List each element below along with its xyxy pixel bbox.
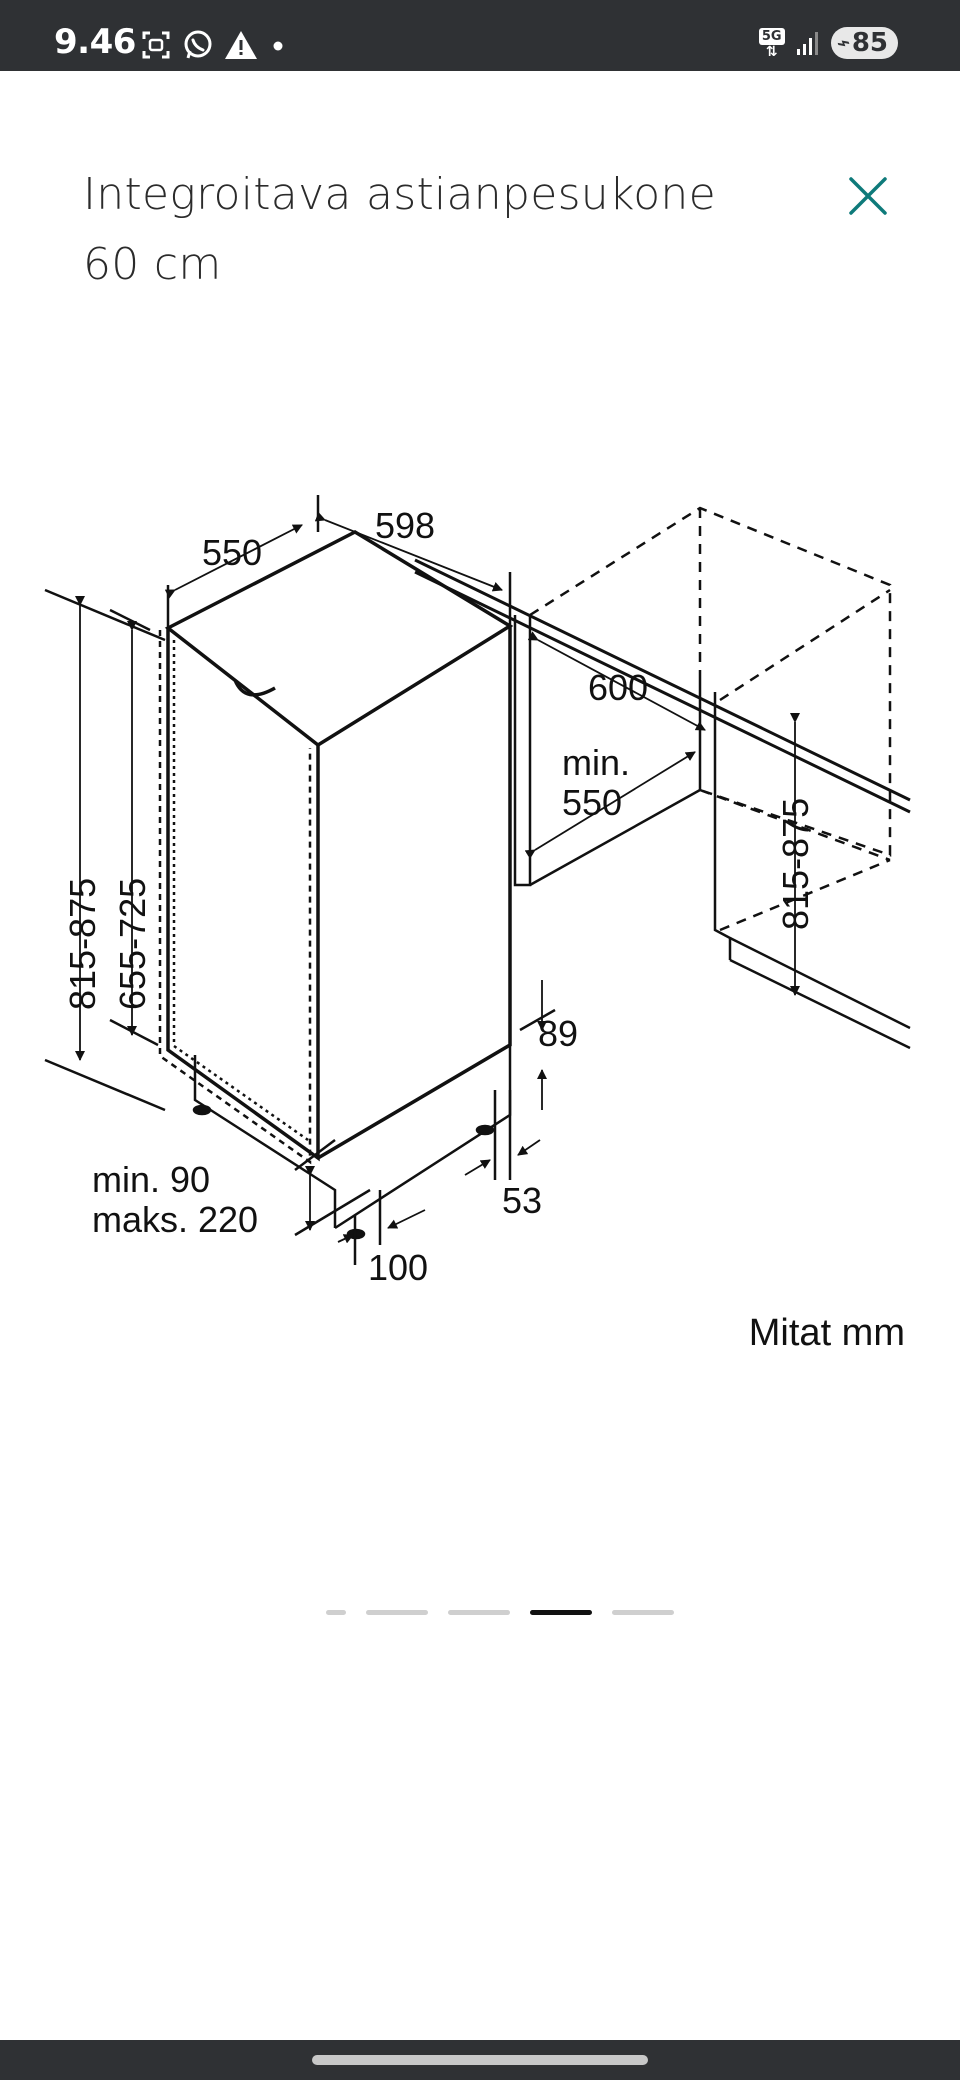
- dim-plinth-height: 89: [538, 1013, 578, 1054]
- pager-dot-3[interactable]: [448, 1610, 510, 1615]
- pager-dot-4-active[interactable]: [530, 1610, 592, 1615]
- status-time: 9.46: [54, 22, 136, 62]
- dim-door-height: 655-725: [112, 878, 153, 1010]
- warning-icon: [225, 31, 257, 59]
- pager-dot-1[interactable]: [326, 1610, 346, 1615]
- page-title: Integroitava astianpesukone 60 cm: [83, 160, 763, 300]
- status-system-icons: 5G ⇅ ⌁ 85: [758, 26, 898, 60]
- dim-plinth-max: maks. 220: [92, 1199, 258, 1240]
- dim-niche-min-value: 550: [562, 782, 622, 823]
- image-pager: [326, 1610, 674, 1615]
- home-gesture-handle[interactable]: [312, 2055, 648, 2065]
- dim-plinth-min: min. 90: [92, 1159, 210, 1200]
- dim-niche-height: 815-875: [775, 798, 816, 930]
- status-notification-icons: [140, 28, 288, 62]
- status-bar: 9.46 5G ⇅ ⌁: [0, 0, 960, 71]
- dot-icon: [273, 41, 283, 51]
- close-button[interactable]: [838, 166, 898, 226]
- dishwasher-drawing: 550 598 600 min. 550 815-875 655-725 815…: [44, 495, 911, 1288]
- 5g-icon: 5G ⇅: [758, 27, 785, 59]
- dimension-diagram: 550 598 600 min. 550 815-875 655-725 815…: [40, 490, 920, 1320]
- dim-foot-recess: 53: [502, 1180, 542, 1221]
- battery-level: 85: [851, 28, 888, 58]
- title-line-1: Integroitava astianpesukone: [83, 169, 716, 220]
- system-nav-bar: [0, 2040, 960, 2080]
- battery-icon: ⌁ 85: [830, 27, 898, 59]
- screenshot-icon: [142, 31, 170, 59]
- dim-niche-min-label: min.: [562, 742, 630, 783]
- dim-niche-depth: 600: [588, 667, 648, 708]
- close-icon: [849, 177, 887, 215]
- dim-width: 598: [375, 505, 435, 546]
- dim-plinth-depth: 100: [368, 1247, 428, 1288]
- title-line-2: 60 cm: [83, 239, 222, 290]
- units-label: Mitat mm: [748, 1312, 905, 1354]
- pager-dot-2[interactable]: [366, 1610, 428, 1615]
- dim-depth: 550: [202, 532, 262, 573]
- signal-icon: [796, 32, 818, 55]
- whatsapp-icon: [184, 30, 212, 59]
- dim-height: 815-875: [62, 878, 103, 1010]
- network-type: 5G: [758, 27, 785, 45]
- pager-dot-5[interactable]: [612, 1610, 674, 1615]
